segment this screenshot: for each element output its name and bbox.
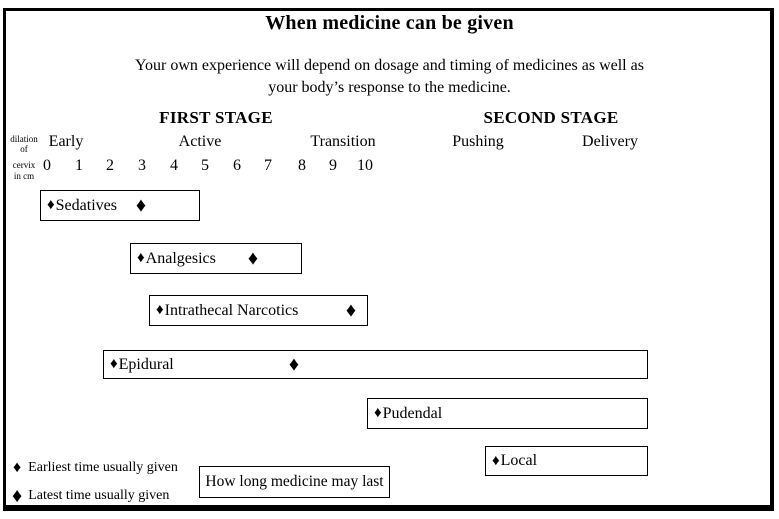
tick-label-4: 4	[170, 157, 178, 174]
tick-label-10: 10	[357, 157, 373, 174]
phase-label-delivery: Delivery	[582, 133, 638, 150]
bar-pudendal: ♦ Pudendal	[367, 398, 648, 429]
chart-title: When medicine can be given	[265, 12, 514, 34]
earliest-diamond-icon: ♦	[110, 356, 118, 372]
tick-label-9: 9	[329, 157, 337, 174]
latest-diamond-icon: ♦	[135, 194, 147, 217]
bar-label-sedatives: Sedatives	[55, 196, 117, 214]
tick-label-3: 3	[138, 157, 146, 174]
earliest-diamond-icon: ♦	[47, 197, 55, 213]
chart-subtitle-line1: Your own experience will depend on dosag…	[135, 57, 644, 74]
tick-label-1: 1	[75, 157, 83, 174]
axis-note-dilation: dilation	[10, 134, 38, 144]
latest-diamond-icon: ♦	[12, 485, 23, 507]
tick-label-6: 6	[233, 157, 241, 174]
latest-diamond-icon: ♦	[288, 353, 300, 376]
tick-label-7: 7	[264, 157, 272, 174]
duration-legend-label: How long medicine may last	[205, 473, 384, 490]
bar-label-analgesics: Analgesics	[145, 249, 216, 267]
bar-local: ♦ Local	[485, 446, 648, 476]
phase-label-pushing: Pushing	[452, 133, 504, 150]
axis-note-incm: in cm	[13, 171, 35, 181]
bar-label-local: Local	[500, 452, 538, 469]
first-stage-header: FIRST STAGE	[159, 108, 273, 127]
tick-label-2: 2	[106, 157, 114, 174]
tick-label-5: 5	[201, 157, 209, 174]
earliest-diamond-icon: ♦	[374, 405, 382, 421]
second-stage-header: SECOND STAGE	[483, 108, 619, 127]
tick-label-8: 8	[298, 157, 306, 174]
axis-note-of: of	[20, 144, 28, 154]
legend-earliest-label: Earliest time usually given	[28, 460, 178, 475]
legend-latest-label: Latest time usually given	[28, 488, 170, 503]
axis-note-cervix: cervix	[12, 160, 36, 170]
legend-earliest: ♦ Earliest time usually given	[13, 460, 178, 476]
bar-sedatives: ♦ Sedatives ♦	[40, 190, 200, 221]
phase-label-transition: Transition	[310, 133, 376, 150]
phase-label-early: Early	[48, 133, 84, 150]
earliest-diamond-icon: ♦	[137, 250, 145, 266]
bar-intrathecal-narcotics: ♦ Intrathecal Narcotics ♦	[149, 295, 368, 326]
bar-label-epidural: Epidural	[118, 355, 174, 373]
earliest-diamond-icon: ♦	[156, 302, 164, 318]
duration-legend-box: How long medicine may last	[199, 466, 390, 498]
bar-label-intrathecal-narcotics: Intrathecal Narcotics	[164, 301, 299, 319]
latest-diamond-icon: ♦	[247, 247, 259, 270]
tick-label-0: 0	[43, 157, 51, 174]
bar-label-pudendal: Pudendal	[382, 404, 443, 422]
phase-label-active: Active	[178, 133, 222, 150]
earliest-diamond-icon: ♦	[13, 459, 22, 476]
bar-analgesics: ♦ Analgesics ♦	[130, 243, 302, 274]
latest-diamond-icon: ♦	[345, 299, 357, 322]
legend-latest: ♦ Latest time usually given	[12, 486, 169, 506]
bar-epidural: ♦ Epidural ♦	[103, 350, 648, 379]
chart-subtitle-line2: your body’s response to the medicine.	[268, 79, 511, 96]
earliest-diamond-icon: ♦	[492, 452, 500, 469]
